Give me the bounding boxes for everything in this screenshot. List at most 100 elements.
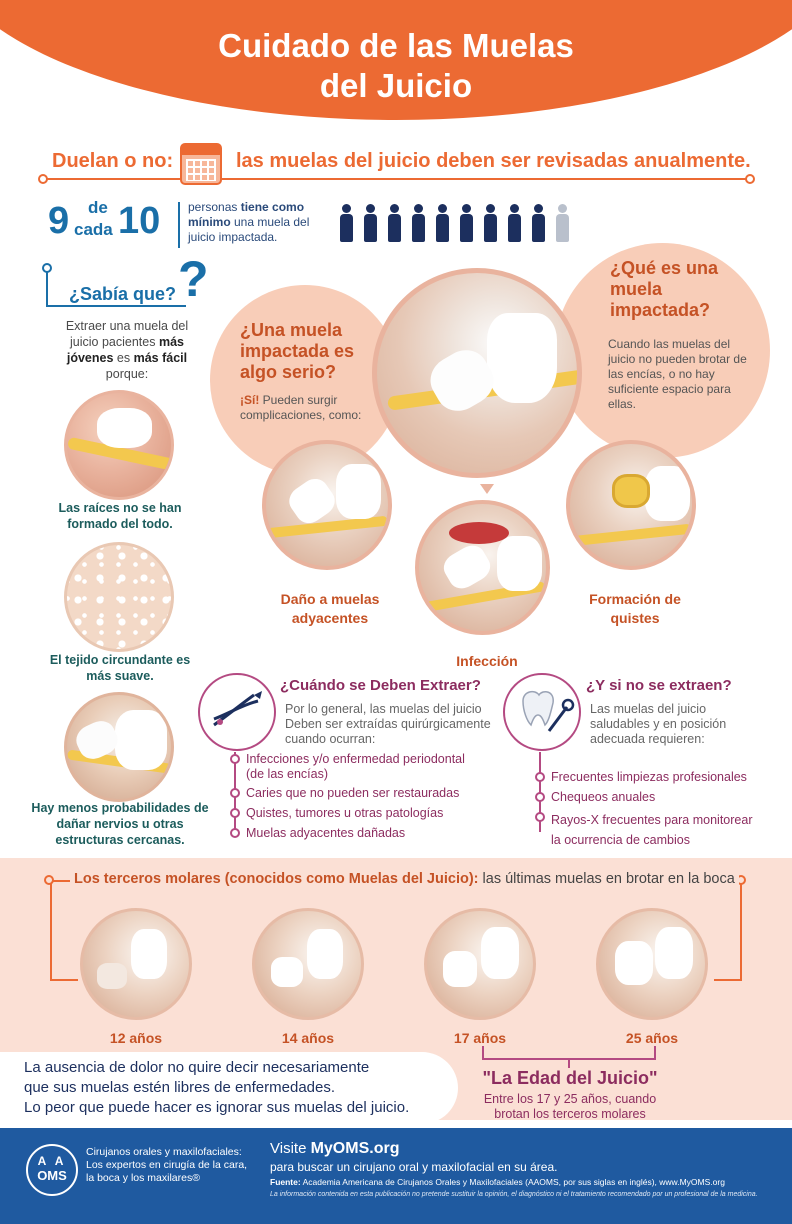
source-text: Fuente: Academia Americana de Cirujanos … [270,1177,725,1187]
third-molars-title: Los terceros molares (conocidos como Mue… [70,871,739,887]
person-icon [338,204,354,242]
forceps-icon [198,673,276,751]
calendar-icon [180,143,222,185]
person-icon [482,204,498,242]
cyst-illustration [566,440,696,570]
sabia-dot [42,263,52,273]
band-dot [44,875,54,885]
molar-14-illustration [252,908,364,1020]
list-bullet [230,828,240,838]
band-line [50,880,52,980]
stat-word-cada: cada [74,220,113,239]
title-line-1: Cuidado de las Muelas [218,27,574,64]
disclaimer-text: La información contenida en esta publica… [270,1191,758,1198]
age-label: 12 años [109,1030,163,1046]
molar-17-illustration [424,908,536,1020]
person-icon [386,204,402,242]
person-icon [506,204,522,242]
when-item: Infecciones y/o enfermedad periodontal (… [246,752,465,781]
notice-text: La ausencia de dolor no quire decir nece… [24,1059,410,1116]
stat-divider [178,202,180,248]
sabia-title: ¿Sabía que? [66,284,180,305]
list-bullet [535,772,545,782]
band-line [740,880,742,980]
label-infection: Infección [456,653,518,669]
band-line [50,979,78,981]
stat-number-10: 10 [118,200,161,242]
sabia-connector [46,305,186,307]
age-bracket [568,1058,570,1068]
age-of-wisdom-text: Entre los 17 y 25 años, cuando brotan lo… [483,1092,657,1121]
question-mark-icon: ? [178,251,209,307]
annual-heading-left: Duelan o no: [52,150,178,173]
when-item: Muelas adyacentes dañadas [246,826,406,840]
impacted-tooth-illustration [372,268,582,478]
band-line [714,979,742,981]
caption-roots: Las raíces no se han formado del todo. [58,501,182,531]
person-icon-unaffected [554,204,570,242]
age-label: 14 años [281,1030,335,1046]
impacted-question-title: ¿Qué es una muela impactada? [610,258,719,320]
when-item: Quistes, tumores u otras patologías [246,806,444,820]
roots-illustration [64,390,174,500]
sabia-intro: Extraer una muela del juicio pacientes m… [65,319,189,381]
line-end-dot [38,174,48,184]
person-icon [458,204,474,242]
stat-description: personas tiene como mínimo una muela del… [188,200,310,244]
annual-heading-right: las muelas del juicio deben ser revisada… [232,150,755,173]
footer [0,1128,792,1224]
nerve-illustration [64,692,174,802]
header-banner: Cuidado de las Muelas del Juicio [0,0,792,125]
serious-question-title: ¿Una muela impactada es algo serio? [240,320,355,382]
serious-question-text: ¡Sí! Pueden surgir complicaciones, como: [240,393,362,422]
person-icon [530,204,546,242]
bone-tissue-illustration [64,542,174,652]
stat-number-9: 9 [48,200,70,242]
adjacent-damage-illustration [262,440,392,570]
when-extract-title: ¿Cuándo se Deben Extraer? [280,677,481,694]
label-cyst: Formación de quistes [589,591,681,626]
pointer-triangle [480,484,494,494]
stat-word-de: de [88,198,108,217]
page-title: Cuidado de las Muelas del Juicio [0,26,792,106]
visit-text: Visite MyOMS.org [270,1140,400,1157]
caption-nerves: Hay menos probabilidades de dañar nervio… [31,801,209,847]
annual-divider-line [44,178,750,180]
if-not-item: Chequeos anuales [551,790,656,804]
age-of-wisdom-title: "La Edad del Juicio" [482,1068,658,1088]
list-bullet [230,808,240,818]
label-adjacent-damage: Daño a muelas adyacentes [280,591,380,626]
if-not-item: Frecuentes limpiezas profesionales [551,770,747,784]
person-icon [434,204,450,242]
person-icon [410,204,426,242]
if-not-item: Rayos-X frecuentes para monitorear la oc… [551,813,753,847]
list-bullet [230,754,240,764]
molar-25-illustration [596,908,708,1020]
tooth-mirror-icon [503,673,581,751]
if-not-extracted-text: Las muelas del juicio saludables y en po… [590,702,727,746]
people-pictogram [338,204,578,244]
infection-illustration [415,500,550,635]
impacted-question-text: Cuando las muelas del juicio no pueden b… [608,337,747,411]
age-bracket [654,1046,656,1060]
list-bullet [230,788,240,798]
list-bullet [535,812,545,822]
when-extract-text: Por lo general, las muelas del juicio De… [285,702,491,746]
list-bullet [535,792,545,802]
line-end-dot [745,174,755,184]
age-label: 17 años [453,1030,507,1046]
age-label: 25 años [625,1030,679,1046]
molar-12-illustration [80,908,192,1020]
notice-box [0,1052,458,1124]
impacted-question-bubble [555,243,770,458]
person-icon [362,204,378,242]
caption-tissue: El tejido circundante es más suave. [49,653,191,683]
if-not-extracted-title: ¿Y si no se extraen? [586,677,732,694]
sabia-connector [46,268,48,306]
visit-link[interactable]: MyOMS.org [310,1140,400,1157]
when-item: Caries que no pueden ser restauradas [246,786,460,800]
age-bracket [482,1046,484,1060]
aaoms-logo: A A OMS [26,1144,78,1196]
footer-org-text: Cirujanos orales y maxilofaciales: Los e… [86,1146,248,1184]
title-line-2: del Juicio [319,67,473,104]
